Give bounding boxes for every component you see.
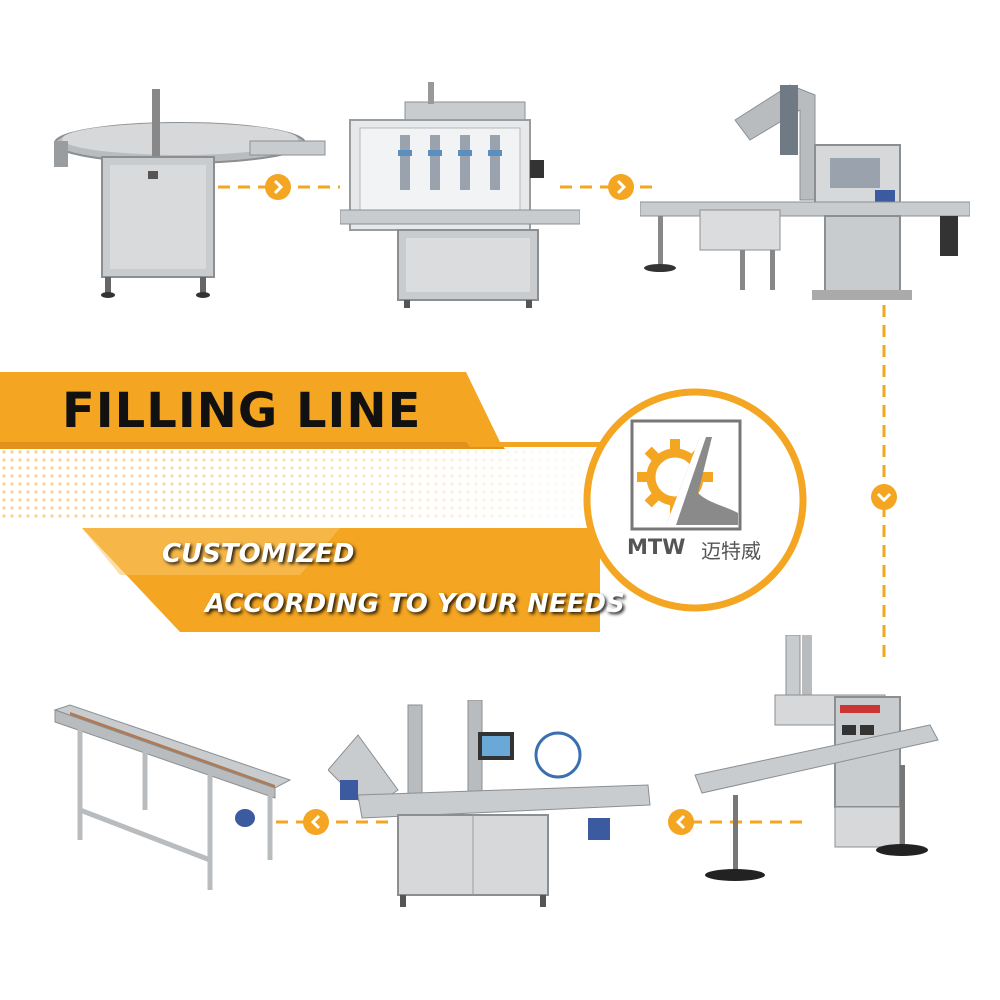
conveyor-table-machine — [53, 704, 292, 890]
brand-name: MTW — [627, 535, 686, 559]
title-line — [466, 442, 640, 447]
arrow-left-icon — [668, 809, 694, 835]
filling-machine — [340, 82, 580, 308]
title-banner — [0, 372, 500, 442]
labeling-machine — [328, 700, 651, 907]
capping-machine — [640, 84, 970, 300]
brand-name-cn: 迈特威 — [701, 539, 761, 563]
logo-mark — [666, 437, 738, 525]
arrow-right-icon — [608, 174, 634, 200]
rotary-table-machine — [54, 89, 326, 298]
arrow-right-icon — [265, 174, 291, 200]
page-title: FILLING LINE — [62, 383, 422, 439]
induction-sealer-machine — [694, 635, 939, 881]
arrow-left-icon — [303, 809, 329, 835]
subtitle-line-1: CUSTOMIZED — [162, 539, 355, 569]
subtitle-line-2: ACCORDING TO YOUR NEEDS — [205, 589, 625, 619]
arrow-down-icon — [871, 484, 897, 510]
brand-logo — [583, 388, 807, 612]
